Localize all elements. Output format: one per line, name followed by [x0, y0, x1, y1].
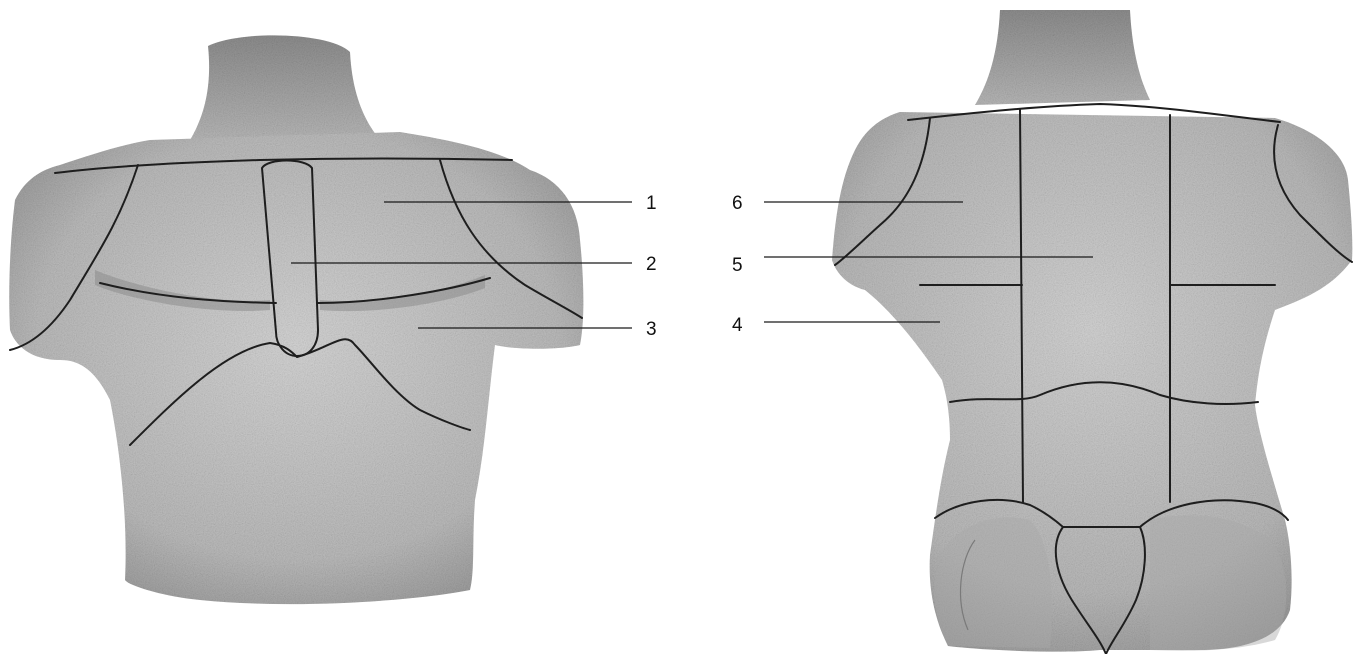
callout-5-number: 5 [732, 255, 743, 276]
callout-6-number: 6 [732, 193, 743, 214]
callout-3-number: 3 [646, 319, 657, 340]
callout-1-number: 1 [646, 193, 657, 214]
front-torso-view [9, 35, 583, 604]
back-neck [975, 10, 1150, 105]
front-neck [190, 35, 380, 140]
back-torso-view [832, 10, 1352, 654]
callout-4-number: 4 [732, 315, 743, 336]
callout-2-number: 2 [646, 254, 657, 275]
front-torso-silhouette [9, 132, 583, 604]
